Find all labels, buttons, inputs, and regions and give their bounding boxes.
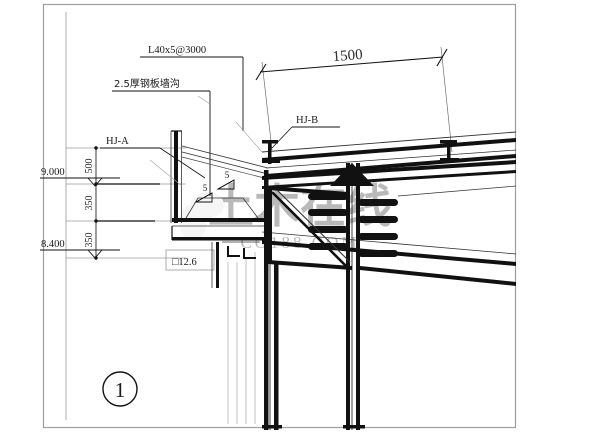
gutter-parapet-assembly	[170, 130, 269, 241]
construction-guide-lines	[149, 95, 263, 187]
slope-lower-text: 5	[203, 183, 208, 193]
label-channel-spec: □12.6	[172, 257, 197, 268]
elevation-dimension-group: 500 350 350	[65, 12, 186, 420]
elevation-lower-text: 8.400	[41, 239, 65, 250]
label-hj-b: HJ-B	[296, 115, 318, 126]
label-gutter-note-leader: 2.5厚钢板墙沟	[112, 77, 211, 196]
slope-upper-text: 5	[225, 170, 230, 180]
dim-500-text: 500	[84, 159, 95, 174]
right-secondary-members	[360, 185, 517, 286]
detail-number-text: 1	[115, 378, 126, 402]
dim-350-upper-text: 350	[84, 196, 95, 211]
wall-section-below-gutter	[211, 241, 260, 288]
central-column-assembly	[308, 163, 398, 430]
label-gutter-note: 2.5厚钢板墙沟	[114, 77, 180, 90]
watermark-text: 土木在线	[208, 179, 392, 233]
label-angle-spec-leader: L40x5@3000	[140, 45, 244, 131]
label-angle-spec: L40x5@3000	[148, 45, 206, 56]
slope-marker-lower: 5	[194, 183, 213, 203]
label-hj-a: HJ-A	[106, 136, 129, 147]
dim-1500-text: 1500	[332, 47, 363, 65]
dim-1500-group: 1500	[255, 47, 453, 153]
elevation-marker-upper: 9.000	[40, 167, 120, 187]
slope-marker-upper: 5	[216, 170, 235, 190]
purlin-bracket-left	[262, 140, 280, 164]
label-channel-spec-group: □12.6	[165, 249, 215, 271]
elevation-marker-lower: 8.400	[40, 239, 120, 259]
left-wall-column	[227, 170, 365, 430]
purlin-bracket-right	[440, 140, 459, 162]
elevation-upper-text: 9.000	[41, 167, 65, 178]
wall-brace-panel	[268, 186, 352, 270]
dim-350-lower-text: 350	[84, 233, 95, 248]
label-hj-b-leader: HJ-B	[271, 115, 340, 149]
detail-number-marker: 1	[102, 371, 138, 407]
label-hj-a-leader: HJ-A	[100, 136, 206, 179]
